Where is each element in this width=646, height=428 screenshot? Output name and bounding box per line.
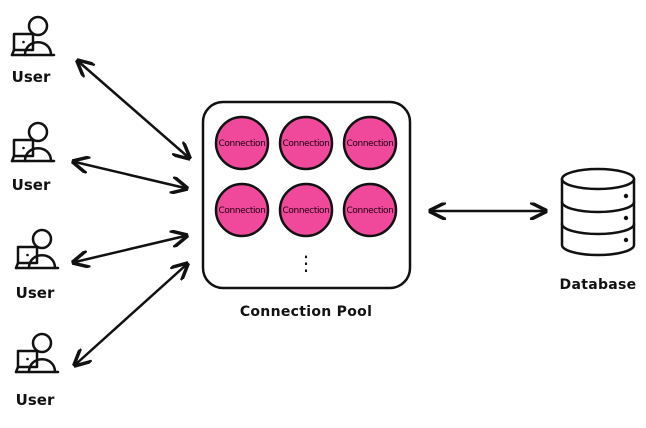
- user-at-laptop-icon: [10, 15, 56, 57]
- pool-container: [201, 100, 412, 290]
- connection-label: Connection: [283, 206, 330, 216]
- connection-pool: Connection Connection Connection Connect…: [201, 100, 412, 290]
- user-label: User: [16, 284, 55, 302]
- user-3: User: [14, 228, 60, 302]
- user-label: User: [12, 176, 51, 194]
- database-icon: [560, 167, 636, 257]
- user-label: User: [16, 391, 55, 409]
- user-at-laptop-icon: [10, 121, 56, 163]
- connection-label: Connection: [347, 206, 394, 216]
- connection-label: Connection: [219, 139, 266, 149]
- user-at-laptop-icon: [14, 332, 60, 374]
- arrow-user-1-pool: [79, 62, 188, 157]
- database: Database: [560, 167, 637, 293]
- arrow-user-4-pool: [76, 265, 186, 364]
- connection-6: Connection: [342, 182, 398, 238]
- database-label: Database: [560, 277, 637, 293]
- more-connections-indicator: ⋮: [296, 251, 316, 275]
- user-2: User: [10, 121, 56, 194]
- arrow-user-2-pool: [75, 162, 185, 188]
- user-4: User: [14, 332, 60, 409]
- connection-5: Connection: [278, 182, 334, 238]
- connection-label: Connection: [283, 139, 330, 149]
- arrow-user-3-pool: [75, 236, 185, 262]
- connection-1: Connection: [214, 115, 270, 171]
- user-label: User: [12, 68, 51, 86]
- connection-label: Connection: [347, 139, 394, 149]
- connection-4: Connection: [214, 182, 270, 238]
- user-1: User: [10, 15, 56, 86]
- pool-label: Connection Pool: [240, 304, 372, 320]
- user-at-laptop-icon: [14, 228, 60, 270]
- connection-2: Connection: [278, 115, 334, 171]
- connection-3: Connection: [342, 115, 398, 171]
- connection-label: Connection: [219, 206, 266, 216]
